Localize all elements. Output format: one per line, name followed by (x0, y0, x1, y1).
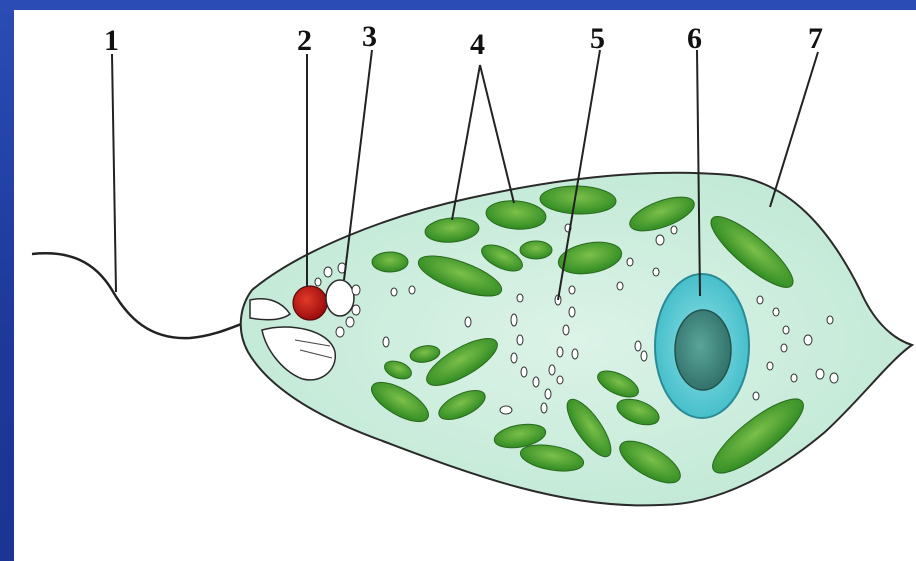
label-1: 1 (104, 24, 119, 57)
labels: 1 2 3 4 5 6 7 (104, 20, 823, 61)
label-5: 5 (590, 22, 605, 55)
label-7: 7 (808, 22, 823, 55)
label-6: 6 (687, 22, 702, 55)
label-2: 2 (297, 24, 312, 57)
nucleolus (675, 310, 731, 390)
label-4: 4 (470, 28, 485, 61)
label-3: 3 (362, 20, 377, 53)
eyespot (293, 286, 327, 320)
flagellum (32, 253, 252, 338)
